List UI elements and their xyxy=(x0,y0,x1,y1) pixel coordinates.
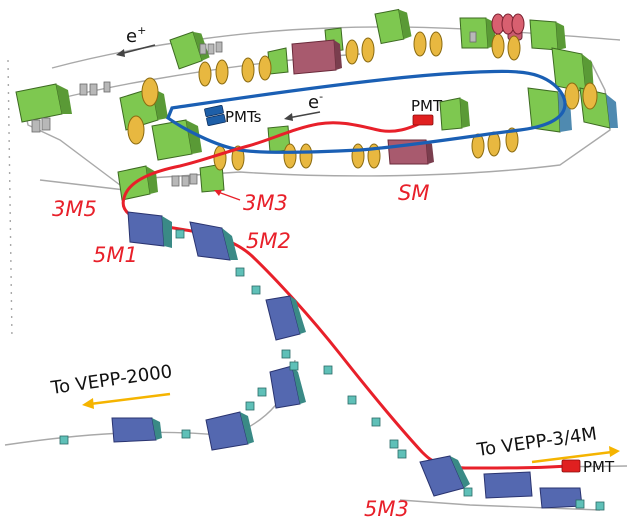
dipole-magnet xyxy=(439,97,470,131)
magnet-label-5m3: 5M3 xyxy=(364,497,409,521)
dipole-magnet xyxy=(15,83,72,123)
transfer-line-magnets xyxy=(111,211,583,509)
pmt-end-label: PMT xyxy=(583,458,615,476)
transfer-dipole xyxy=(265,295,306,341)
pmt-ring-label: PMT xyxy=(411,97,443,115)
positron-direction-arrow xyxy=(116,44,156,57)
transfer-dipole xyxy=(205,411,254,451)
electron-label: e- xyxy=(308,90,323,113)
to-vepp2000-arrow xyxy=(82,392,171,409)
magnet-label-sm: SM xyxy=(398,181,429,205)
m3m3-pointer xyxy=(214,190,241,201)
corrector-magnets xyxy=(31,31,477,187)
transfer-dipole xyxy=(483,471,533,499)
electron-orbit xyxy=(166,69,567,154)
transfer-line-correctors xyxy=(59,229,605,511)
rf-cavity xyxy=(291,39,342,75)
magnet-label-3m5: 3M5 xyxy=(52,197,97,221)
pmt-end-icon xyxy=(561,459,581,473)
positron-transfer-line xyxy=(121,121,567,470)
transfer-dipole-5m1 xyxy=(127,211,172,248)
to-vepp2000-label: To VEPP-2000 xyxy=(49,361,174,399)
magnet-label-5m1: 5M1 xyxy=(93,243,138,267)
pmt-ring-icon xyxy=(412,114,434,126)
transfer-dipole xyxy=(269,365,306,409)
pmts-icon xyxy=(204,105,226,126)
dipole-magnet xyxy=(374,8,412,45)
to-vepp34m-arrow xyxy=(531,446,620,464)
dipole-magnet xyxy=(199,163,225,193)
magnet-label-5m2: 5M2 xyxy=(246,229,291,253)
dipole-magnet xyxy=(529,19,566,51)
electron-direction-arrow xyxy=(284,111,321,121)
dipole-magnet xyxy=(459,17,496,49)
sextupole-magnets xyxy=(491,13,525,35)
transfer-dipole-5m3 xyxy=(419,455,470,497)
transfer-dipole xyxy=(111,417,162,443)
storage-ring-magnets xyxy=(15,8,618,201)
transfer-dipole-5m2 xyxy=(189,221,238,261)
positron-label: e+ xyxy=(126,24,146,47)
left-edge-pipe xyxy=(7,59,13,341)
magnet-label-3m3: 3M3 xyxy=(243,191,288,215)
pmts-label: PMTs xyxy=(225,108,262,126)
dipole-magnet xyxy=(151,119,202,161)
